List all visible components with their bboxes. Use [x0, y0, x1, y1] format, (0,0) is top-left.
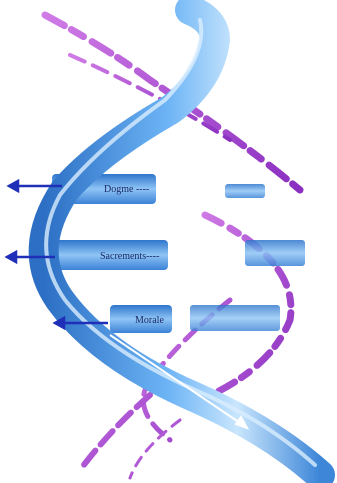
label-sacrements: Sacrements----: [100, 251, 159, 262]
rung-morale-right: [190, 305, 280, 331]
rung-sacrements-right: [245, 240, 305, 266]
label-morale: Morale: [135, 315, 164, 326]
rung-dogme-right: [225, 184, 265, 198]
label-dogme: Dogme ----: [104, 184, 149, 195]
